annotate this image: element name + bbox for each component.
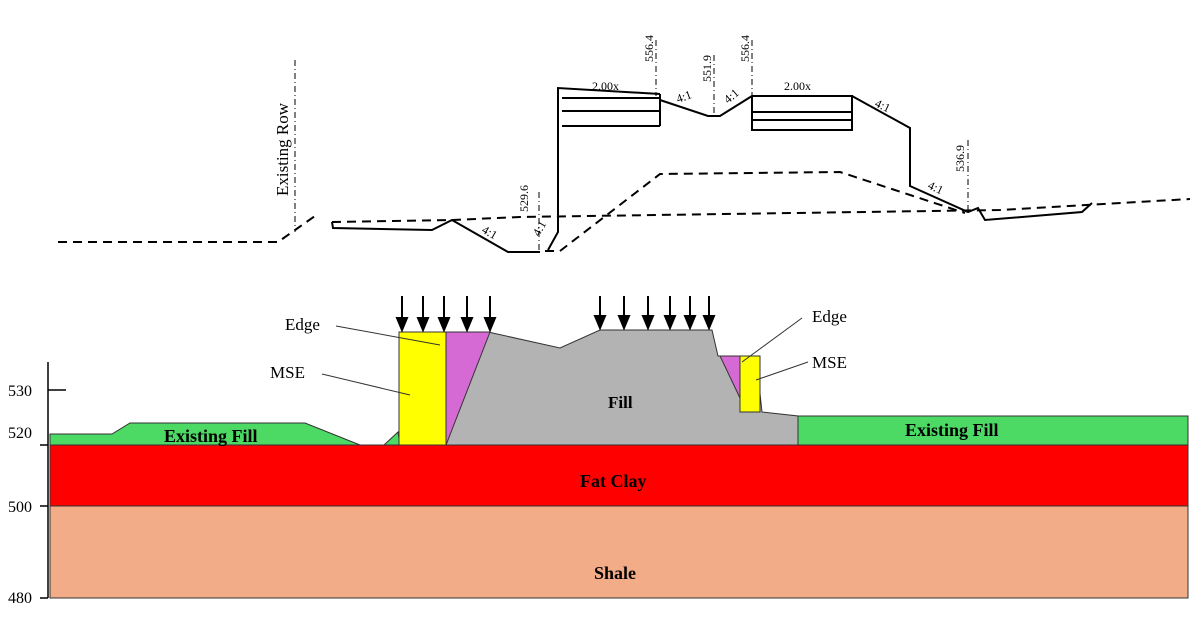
- toe-fill: [382, 430, 401, 446]
- edge-label-left: Edge: [285, 315, 320, 334]
- spacing-label-right: 2.00x: [784, 79, 811, 93]
- load-arrows-left: [395, 296, 497, 333]
- mse-label-left: MSE: [270, 363, 305, 382]
- edge-wedge-right: [719, 355, 741, 399]
- slope-label-1: 4:1: [480, 222, 500, 242]
- existing-ground-dashed-line-2: [331, 198, 1191, 223]
- axis-label-520: 520: [8, 425, 32, 442]
- axis-label-500: 500: [8, 499, 32, 516]
- left-ditch-profile: [331, 218, 540, 253]
- edge-wedge-left: [445, 331, 491, 446]
- existing-fill-left-label: Existing Fill: [164, 426, 258, 446]
- slope-label-2: 4:1: [529, 218, 549, 238]
- spacing-label-left: 2.00x: [592, 79, 619, 93]
- existing-ground-dashed-line: [58, 215, 316, 243]
- elevation-axis: [40, 362, 66, 599]
- mse-label-right: MSE: [812, 353, 847, 372]
- mse-wall-right: [739, 355, 761, 413]
- existing-row-label: Existing Row: [273, 102, 292, 196]
- center-depression-profile: [659, 95, 753, 117]
- load-arrows-right: [593, 296, 716, 331]
- elev-label-551: 551.9: [700, 55, 714, 82]
- fat-clay-layer: [49, 444, 1189, 507]
- right-slope-profile: [851, 95, 1093, 222]
- existing-fill-left-layer: [49, 422, 361, 446]
- elev-label-556-right: 556.4: [738, 35, 752, 62]
- axis-label-530: 530: [8, 383, 32, 400]
- existing-fill-right-label: Existing Fill: [905, 420, 999, 440]
- fat-clay-label: Fat Clay: [580, 471, 647, 491]
- elev-label-556-left: 556.4: [642, 35, 656, 62]
- shale-layer: [49, 505, 1189, 599]
- slope-label-5: 4:1: [873, 96, 893, 115]
- axis-label-480: 480: [8, 590, 32, 607]
- slope-label-6: 4:1: [926, 178, 946, 197]
- mse-wall-left: [398, 331, 447, 446]
- top-road-profile: [58, 40, 1191, 253]
- shale-label: Shale: [594, 563, 636, 583]
- fill-label: Fill: [608, 393, 633, 412]
- slope-label-4: 4:1: [721, 86, 742, 107]
- slope-label-3: 4:1: [674, 87, 693, 105]
- left-wall-outline: [547, 86, 661, 251]
- edge-label-right: Edge: [812, 307, 847, 326]
- elev-label-529: 529.6: [517, 185, 531, 212]
- leader-lines: [321, 317, 809, 396]
- proposed-grade-dashed-line: [545, 170, 966, 252]
- embankment-fill-layer: [445, 329, 799, 446]
- elev-label-536: 536.9: [953, 145, 967, 172]
